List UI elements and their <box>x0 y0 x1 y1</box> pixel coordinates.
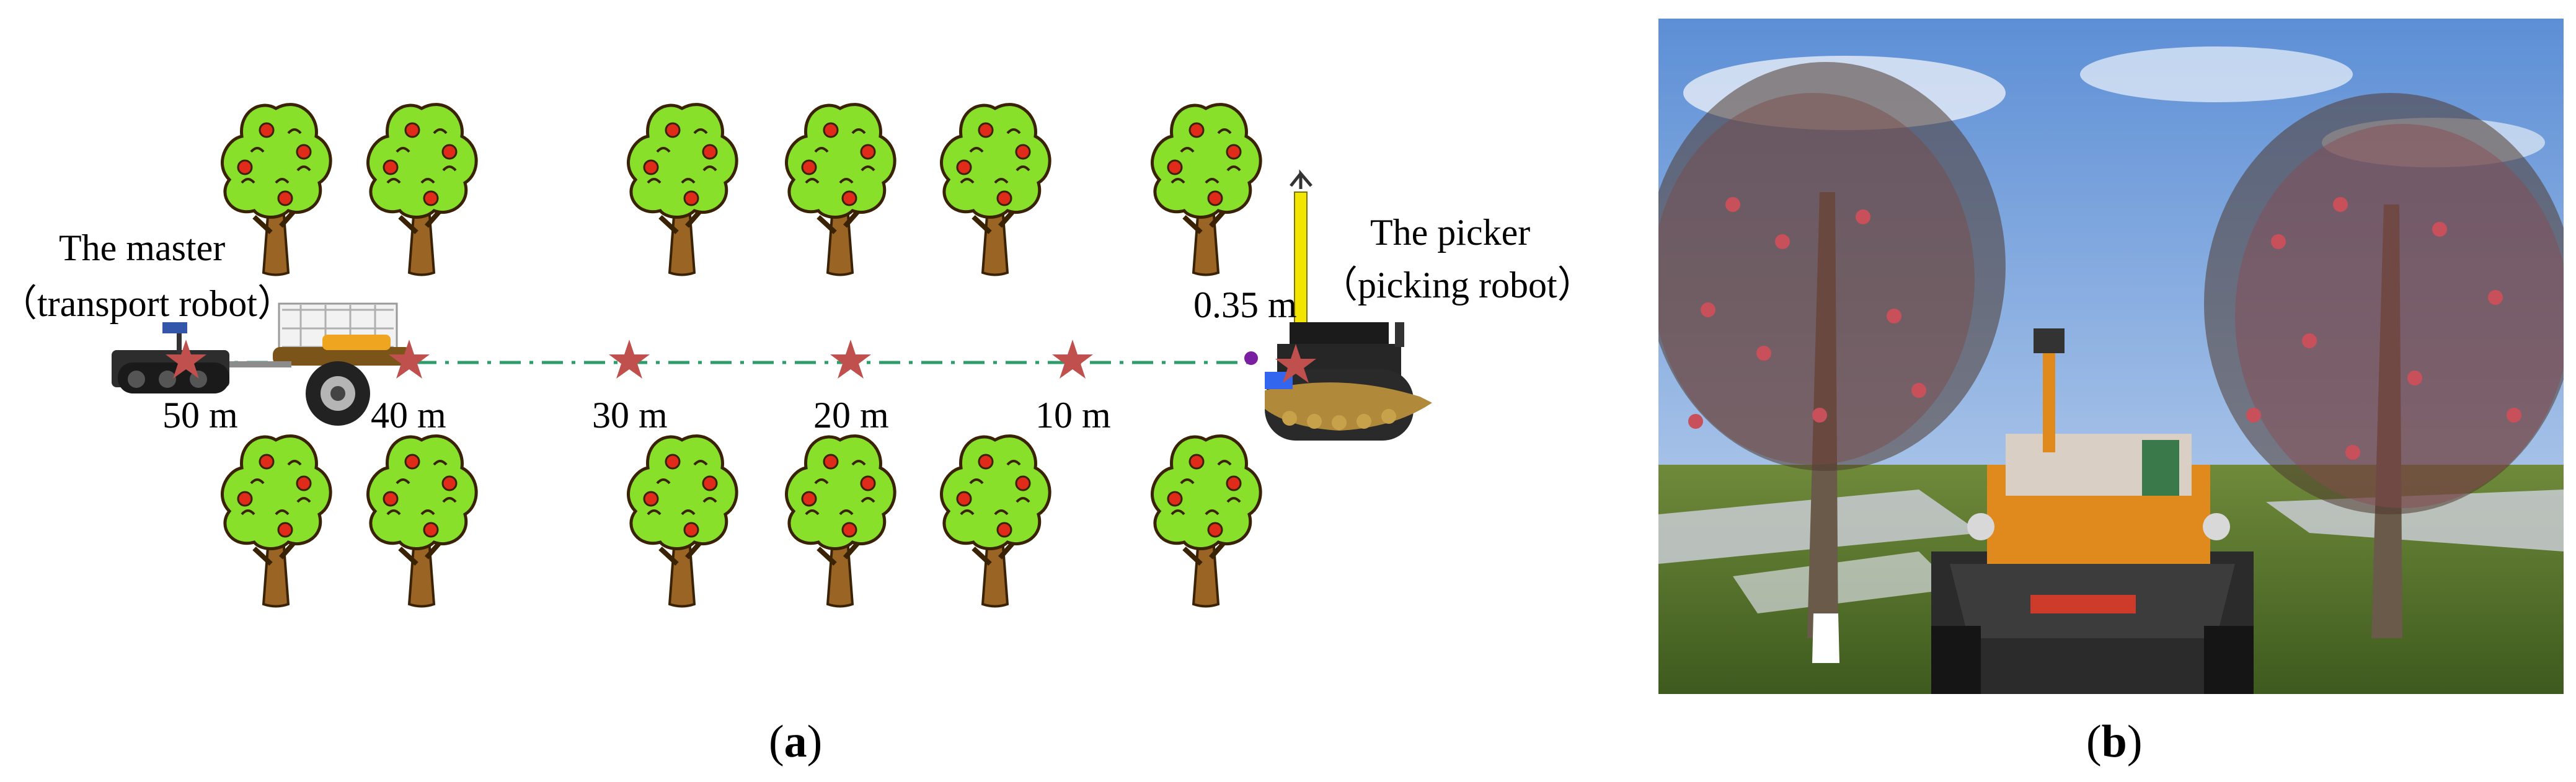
tree-icon <box>368 105 477 275</box>
tree-icon <box>1153 436 1261 607</box>
star-marker-30m <box>609 340 650 379</box>
tree-icon <box>629 436 737 607</box>
gap-dot <box>1244 351 1258 365</box>
transport-robot-icon <box>112 302 412 426</box>
master-title: The master <box>59 227 226 268</box>
picker-title: The picker <box>1370 212 1531 253</box>
tree-icon <box>942 105 1050 275</box>
tree-icon <box>1153 105 1261 275</box>
distance-label-10m: 10 m <box>1035 395 1111 436</box>
tree-icon <box>629 105 737 275</box>
tree-icon <box>368 436 477 607</box>
master-subtitle: （transport robot） <box>0 283 294 324</box>
distance-label-40m: 40 m <box>371 395 446 436</box>
star-marker-50m <box>166 340 206 379</box>
panel-label-b: (b) <box>2086 716 2143 767</box>
gap-distance-label: 0.35 m <box>1193 284 1297 325</box>
star-marker-40m <box>389 340 430 379</box>
tree-icon <box>942 436 1050 607</box>
distance-label-20m: 20 m <box>813 395 889 436</box>
tree-icon <box>223 436 331 607</box>
tree-icon <box>787 105 895 275</box>
panel-a-diagram <box>112 0 1432 782</box>
distance-label-50m: 50 m <box>162 395 238 436</box>
orchard-photo <box>1658 19 2564 694</box>
orchard-photo-icon <box>1658 19 2564 694</box>
star-marker-picker <box>1275 344 1316 383</box>
star-marker-10m <box>1052 340 1093 379</box>
tree-icon <box>223 105 331 275</box>
picking-robot-icon <box>1265 169 1432 441</box>
distance-label-30m: 30 m <box>592 395 668 436</box>
picker-subtitle: （picking robot） <box>1321 265 1595 305</box>
star-marker-20m <box>830 340 871 379</box>
tree-icon <box>787 436 895 607</box>
panel-label-a: (a) <box>769 716 823 767</box>
